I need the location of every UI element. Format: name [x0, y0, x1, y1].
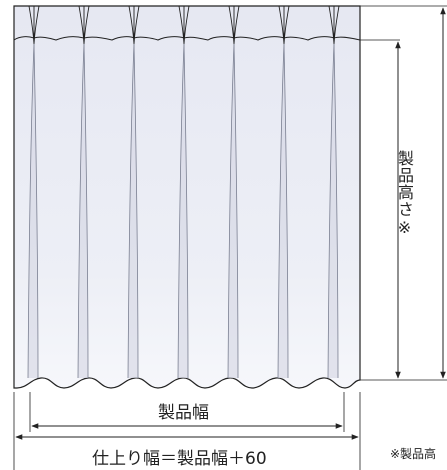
finished-width-label: 仕上り幅＝製品幅＋60	[92, 449, 267, 469]
product-height-label: 製品高さ※	[395, 150, 414, 238]
pleat	[77, 5, 90, 379]
pleat	[327, 5, 340, 379]
pleat	[277, 5, 290, 379]
footnote-label: ※製品高	[390, 447, 437, 461]
pleat	[227, 5, 240, 379]
pleat	[177, 5, 190, 379]
pleat	[127, 5, 140, 379]
pleat-group	[27, 5, 340, 379]
pleat	[27, 5, 40, 379]
product-width-label: 製品幅	[158, 403, 209, 423]
